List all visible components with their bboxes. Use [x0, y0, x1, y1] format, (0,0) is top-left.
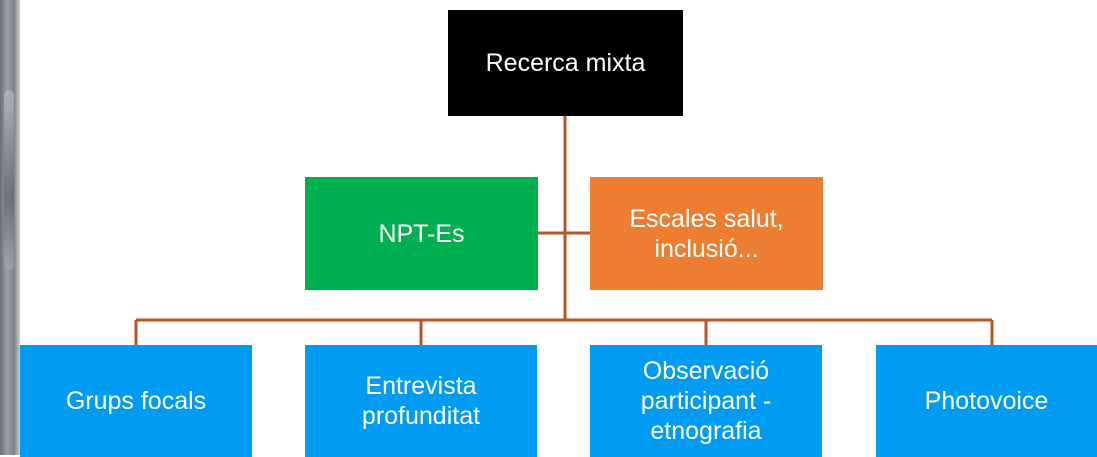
method-node-scales: Escales salut, inclusió...	[590, 177, 823, 290]
background-photo-fragment	[0, 0, 20, 455]
leaf-node-label: Photovoice	[924, 387, 1049, 415]
leaf-node-focus-groups: Grups focals	[20, 345, 252, 457]
leaf-node-observation: Observació participant - etnografia	[590, 345, 822, 457]
leaf-node-photovoice: Photovoice	[876, 345, 1097, 457]
method-node-npt: NPT-Es	[305, 177, 538, 290]
leaf-node-label: Grups focals	[65, 387, 207, 415]
leaf-node-label: Entrevista profunditat	[361, 372, 481, 430]
leaf-node-label: Observació participant - etnografia	[640, 357, 772, 445]
root-node: Recerca mixta	[448, 10, 683, 116]
method-node-label: NPT-Es	[378, 219, 465, 248]
method-node-label: Escales salut, inclusió...	[629, 204, 784, 263]
root-node-label: Recerca mixta	[485, 49, 646, 77]
leaf-node-interview: Entrevista profunditat	[305, 345, 537, 457]
